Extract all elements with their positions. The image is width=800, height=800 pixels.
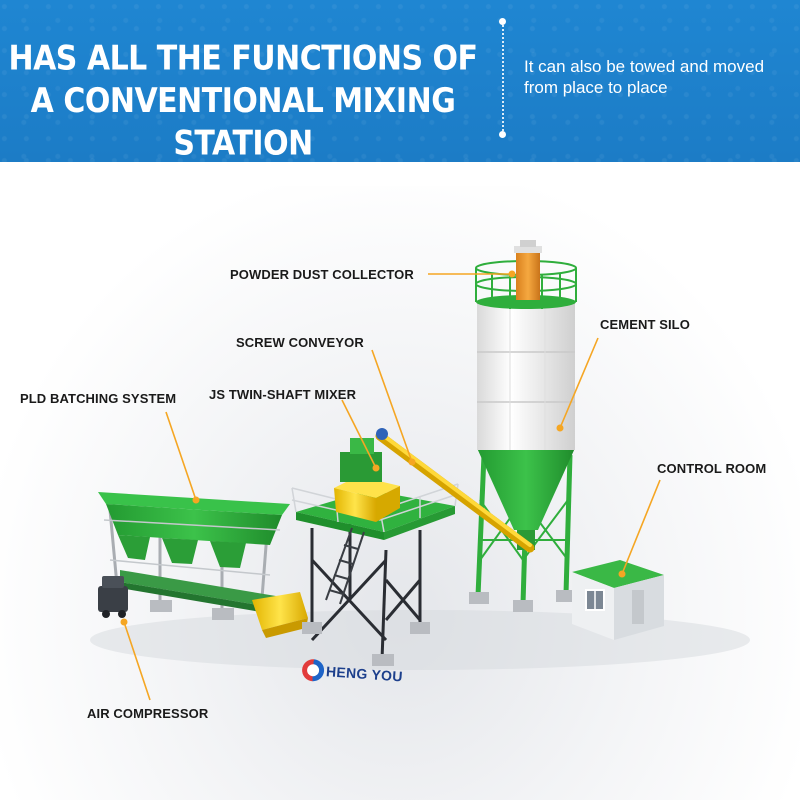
label-pld-batching-system: PLD BATCHING SYSTEM <box>20 391 176 406</box>
silo-foot <box>513 600 533 612</box>
heng-you-logo-icon <box>301 659 324 682</box>
platform-stairs <box>326 528 364 604</box>
air-compressor <box>98 576 128 618</box>
label-cement-silo: CEMENT SILO <box>600 317 690 332</box>
label-air-compressor: AIR COMPRESSOR <box>87 706 208 721</box>
powder-dust-collector <box>516 252 540 300</box>
silo-foot <box>469 592 489 604</box>
brand-name: HENG YOU <box>326 663 404 684</box>
control-room-door <box>632 590 644 624</box>
control-room <box>572 560 664 640</box>
label-js-twin-shaft-mixer: JS TWIN-SHAFT MIXER <box>209 387 356 402</box>
label-screw-conveyor: SCREW CONVEYOR <box>236 335 364 350</box>
label-powder-dust-collector: POWDER DUST COLLECTOR <box>230 267 414 282</box>
label-control-room: CONTROL ROOM <box>657 461 766 476</box>
